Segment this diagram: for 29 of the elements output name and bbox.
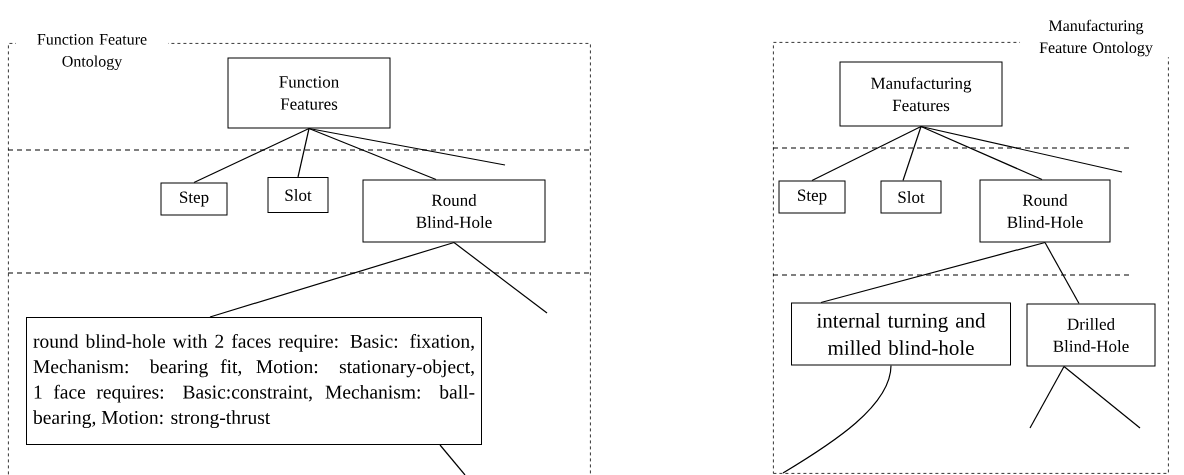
connector-line xyxy=(920,125,1123,173)
connector-line xyxy=(453,241,548,314)
connector-line xyxy=(782,364,892,474)
connector-line xyxy=(209,241,455,318)
connector-line xyxy=(308,127,506,166)
feature-box: Function Features xyxy=(227,57,391,129)
connector-line xyxy=(811,125,922,182)
connector-line xyxy=(902,125,922,182)
connector-line xyxy=(297,127,310,178)
connector-line xyxy=(439,444,466,475)
feature-box: Step xyxy=(160,182,228,216)
feature-box: Slot xyxy=(267,177,329,213)
connector-line xyxy=(820,241,1046,304)
feature-box: Step xyxy=(778,180,846,214)
feature-box: Slot xyxy=(880,180,942,214)
connector-line xyxy=(920,125,1043,181)
connector-line xyxy=(1063,365,1141,429)
frame-heading: Manufacturing Feature Ontology xyxy=(1020,18,1172,58)
feature-box: round blind-hole with 2 faces require: Basic: fixation, Mechanism: bearing fit, Motion: stationary-object, 1 face requires: Basic:constraint, Mechanism: ball-bearing, Motion: strong-thrust xyxy=(26,317,482,445)
connector-line xyxy=(1029,365,1065,429)
feature-box: internal turning and milled blind-hole xyxy=(791,302,1011,366)
feature-box: Drilled Blind-Hole xyxy=(1026,303,1156,367)
feature-box: Round Blind-Hole xyxy=(362,179,546,243)
frame-heading: Function Feature Ontology xyxy=(16,33,168,72)
connector-line xyxy=(1044,241,1080,305)
connector-line xyxy=(308,127,437,181)
connector-line xyxy=(193,127,310,184)
feature-box: Manufacturing Features xyxy=(839,61,1003,127)
feature-box: Round Blind-Hole xyxy=(979,179,1111,243)
